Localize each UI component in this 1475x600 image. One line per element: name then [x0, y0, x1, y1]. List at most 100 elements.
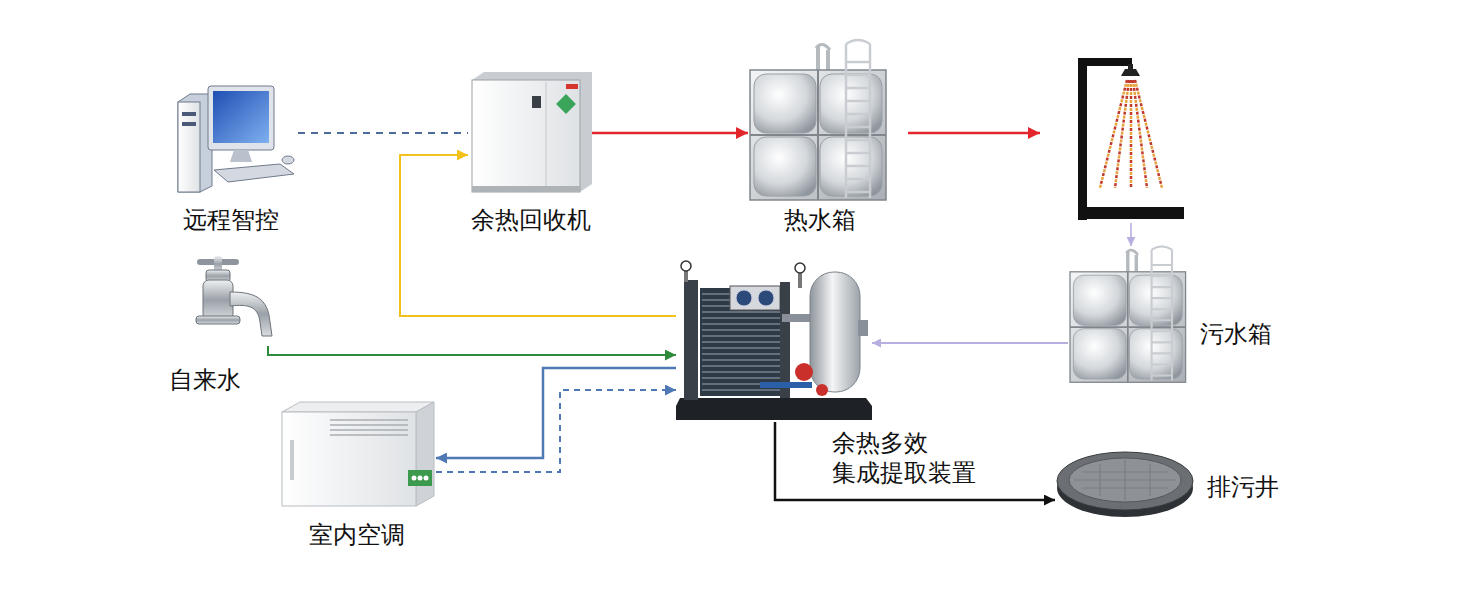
recovery-machine-icon: [556, 94, 576, 114]
equipment-name: 室内空调: [309, 520, 405, 550]
recovery-machine-icon: [532, 96, 541, 108]
indoor-ac-icon: [416, 402, 434, 506]
shower-icon: [1100, 80, 1162, 188]
heat-extraction-device-icon: [810, 272, 860, 392]
computer-icon: [178, 102, 200, 192]
equipment-name: 排污井: [1207, 472, 1279, 502]
indoor-ac-icon: [282, 412, 416, 506]
preheated-water-pipe: [400, 155, 676, 316]
shower-icon: [1078, 58, 1087, 220]
equipment-name: 热水箱: [784, 205, 856, 235]
connector-group: [268, 133, 1068, 500]
waste-water-pipe: [872, 342, 1068, 344]
recovery-machine-icon: [546, 82, 547, 190]
shower-icon: [1130, 80, 1133, 188]
indoor-ac-icon: [408, 470, 432, 486]
heat-extraction-device-icon: [736, 290, 752, 306]
equipment-label: 自来水: [169, 365, 241, 395]
computer-icon: [178, 94, 212, 192]
computer-icon: [214, 164, 294, 182]
supply-pipe: [436, 368, 676, 458]
heat-extraction-device-icon: [676, 261, 872, 420]
shower-icon: [1115, 80, 1129, 188]
indoor-ac-icon: [290, 440, 294, 480]
heat-extraction-device-icon: [858, 320, 868, 336]
heat-extraction-device-icon: [782, 314, 812, 322]
equipment-node: 室内空调: [280, 400, 436, 508]
computer-icon: [230, 150, 252, 162]
equipment-node: 余热回收机: [468, 72, 592, 194]
hot-water-tank-icon: [750, 40, 886, 200]
faucet-icon: [196, 316, 240, 324]
manhole-cover-icon: [1057, 452, 1193, 510]
equipment-node: 自来水: [192, 256, 278, 346]
equipment-node: 热水箱: [748, 42, 890, 200]
faucet-icon: [203, 280, 233, 320]
equipment-label: 远程智控: [183, 205, 279, 235]
control-link: [298, 132, 468, 134]
heat-extraction-device-icon: [795, 263, 805, 273]
heat-extraction-device-icon: [816, 384, 828, 396]
heat-extraction-device-icon: [700, 288, 782, 396]
sewage-tank-icon: [1070, 246, 1186, 382]
computer-icon: [282, 156, 294, 164]
heat-extraction-device-icon: [684, 280, 698, 400]
computer-icon: [208, 86, 274, 150]
indoor-ac-icon: [282, 402, 434, 506]
equipment-node: 余热多效 集成提取装置: [676, 262, 872, 422]
indoor-ac-icon: [424, 476, 429, 481]
equipment-label: 热水箱: [784, 205, 856, 235]
manhole-cover-icon: [1069, 458, 1181, 502]
manhole-cover-icon: [1057, 452, 1193, 517]
recovery-machine-icon: [472, 72, 592, 192]
manhole-cover-icon: [1074, 460, 1176, 500]
equipment-label: 室内空调: [309, 520, 405, 550]
hot-water-pipe: [592, 132, 748, 135]
equipment-label: 污水箱: [1200, 319, 1272, 349]
indoor-ac-icon: [330, 420, 408, 435]
hot-water-flow-arrow: [908, 132, 1040, 135]
recovery-machine-icon: [472, 80, 580, 192]
heat-extraction-device-icon: [780, 282, 790, 398]
drain-flow-arrow: [1130, 223, 1132, 246]
shower-icon: [1078, 58, 1184, 220]
computer-icon: [213, 91, 269, 143]
tap-water-pipe: [268, 346, 676, 355]
shower-icon: [1130, 80, 1133, 188]
computer-icon: [178, 86, 294, 192]
recovery-machine-icon: [566, 84, 578, 89]
recovery-machine-icon: [472, 72, 592, 192]
shower-icon: [1135, 80, 1162, 188]
shower-icon: [1078, 207, 1184, 219]
equipment-label: 余热回收机: [471, 205, 591, 235]
computer-icon: [182, 122, 196, 126]
heat-extraction-device-icon: [798, 272, 802, 288]
return-pipe: [436, 390, 676, 472]
equipment-name: 自来水: [169, 365, 241, 395]
drain-pipe: [775, 422, 1055, 500]
shower-icon: [1121, 69, 1140, 76]
heat-extraction-device-icon: [795, 363, 813, 381]
heat-extraction-device-icon: [758, 290, 774, 306]
equipment-label: 余热多效 集成提取装置: [832, 428, 986, 488]
equipment-name: 余热回收机: [471, 205, 591, 235]
heat-extraction-device-icon: [676, 398, 872, 420]
equipment-name: 污水箱: [1200, 319, 1272, 349]
equipment-node: 远程智控: [172, 84, 298, 192]
shower-icon: [1133, 80, 1147, 188]
equipment-node: 排污井: [1055, 445, 1195, 519]
shower-icon: [1078, 58, 1132, 66]
shower-icon: [1115, 80, 1129, 188]
indoor-ac-icon: [418, 476, 423, 481]
faucet-icon: [196, 256, 272, 336]
recovery-machine-icon: [472, 186, 580, 192]
equipment-name: 远程智控: [183, 205, 279, 235]
computer-icon: [182, 112, 196, 116]
indoor-ac-icon: [412, 476, 417, 481]
shower-icon: [1100, 80, 1162, 188]
indoor-ac-icon: [282, 402, 434, 412]
heat-extraction-device-icon: [681, 261, 691, 271]
